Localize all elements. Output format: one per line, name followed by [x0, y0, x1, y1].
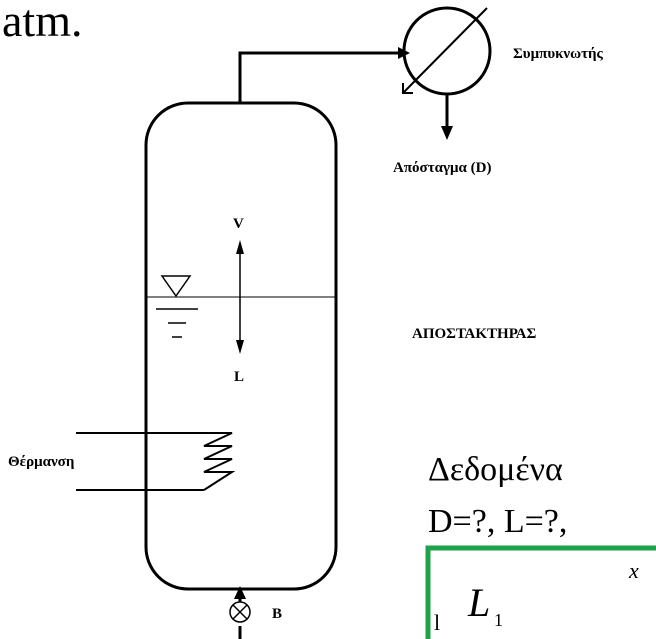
vapor-arrowhead [236, 240, 244, 254]
vessel-label: ΑΠΟΣΤΑΚΤΗΡΑΣ [412, 326, 536, 342]
formula-numerator: L [467, 580, 490, 625]
vapor-pipe [238, 51, 398, 103]
formula: l L 1 x [434, 558, 639, 635]
vapor-label: V [233, 216, 244, 232]
condenser-symbol [402, 6, 492, 96]
liquid-level-symbol [156, 275, 198, 338]
liquid-arrowhead [236, 340, 244, 354]
feed-arrowhead [234, 586, 246, 599]
feed-valve-symbol [229, 601, 251, 623]
distillate-arrowhead [441, 126, 453, 140]
liquid-label: L [234, 369, 244, 385]
condenser-label: Συμπυκνωτής [513, 46, 604, 62]
distillate-label: Απόσταγμα (D) [393, 160, 491, 176]
heating-coil [76, 432, 236, 491]
feed-label: B [272, 606, 282, 622]
formula-numerator-sub: 1 [494, 610, 503, 630]
formula-prefix: l [434, 610, 440, 635]
formula-box [425, 545, 656, 639]
heating-label: Θέρμανση [8, 454, 74, 470]
formula-limit: x [628, 558, 639, 583]
given-label: Δεδομένα [428, 451, 563, 488]
unknowns-label: D=?, L=?, [428, 503, 567, 540]
top-text: atm. [2, 0, 82, 46]
